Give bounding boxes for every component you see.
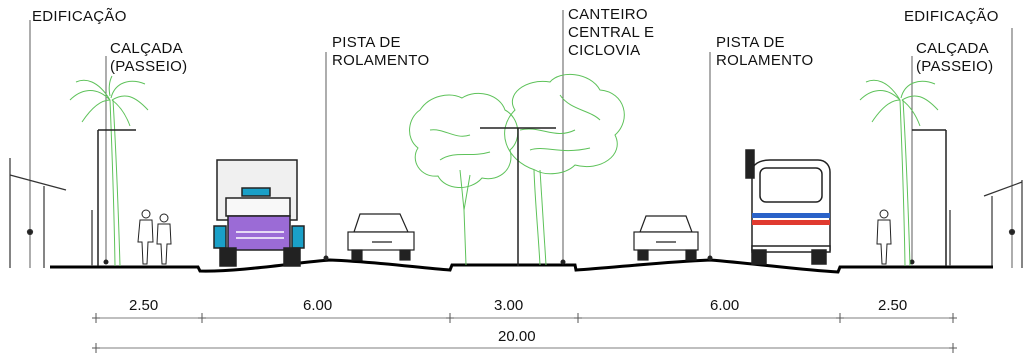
van: [745, 149, 831, 265]
label-calcada-left: CALÇADA (PASSEIO): [110, 40, 188, 75]
median-tree-left: [409, 92, 519, 266]
dimension-lane-right: 6.00: [710, 297, 740, 314]
label-calcada-right: CALÇADA (PASSEIO): [916, 40, 994, 75]
dimension-sidewalk-left: 2.50: [129, 297, 159, 314]
car-left: [347, 213, 415, 261]
dimension-lines: [96, 317, 953, 349]
building-left: [9, 20, 67, 268]
leader-dots: [103, 255, 915, 265]
car-right: [633, 215, 699, 261]
dimension-lane-left: 6.00: [303, 297, 333, 314]
median-tree-right: [504, 73, 625, 266]
palm-tree-right: [859, 79, 939, 267]
label-pista-right: PISTA DE ROLAMENTO: [716, 34, 814, 69]
ground-profile: [50, 258, 993, 274]
pedestrians-left: [137, 209, 172, 265]
dimension-ticks: [92, 313, 957, 353]
label-edificacao-left: EDIFICAÇÃO: [32, 8, 127, 25]
dimension-total: 20.00: [498, 328, 536, 345]
street-light-right: [912, 129, 951, 266]
label-edificacao-right: EDIFICAÇÃO: [904, 8, 999, 25]
palm-tree-left: [69, 75, 149, 267]
street-light-left: [91, 129, 136, 266]
dimension-median: 3.00: [494, 297, 524, 314]
truck: [213, 159, 305, 267]
dimension-sidewalk-right: 2.50: [878, 297, 908, 314]
building-right: [983, 28, 1023, 268]
label-pista-left: PISTA DE ROLAMENTO: [332, 34, 430, 69]
leader-lines: [105, 10, 913, 262]
label-canteiro: CANTEIRO CENTRAL E CICLOVIA: [568, 6, 655, 59]
pedestrian-right: [876, 209, 892, 265]
street-light-median: [480, 127, 556, 266]
